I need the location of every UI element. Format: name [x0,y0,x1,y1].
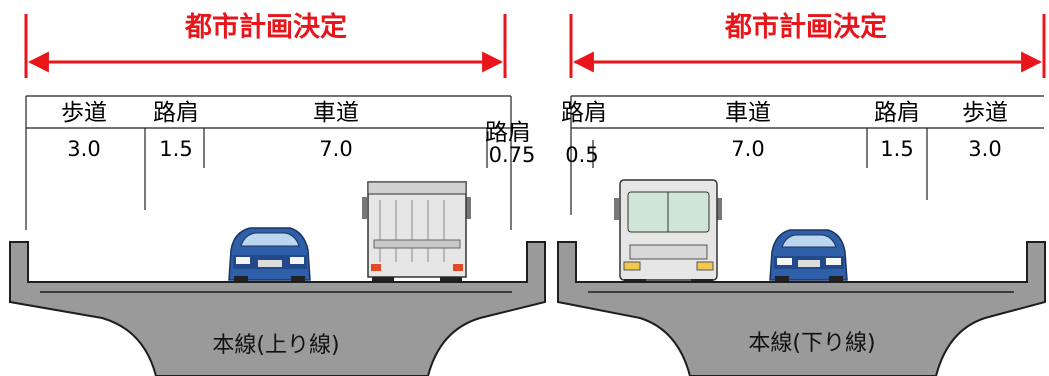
bridge-structure [9,241,546,376]
lane-width: 7.0 [731,137,764,161]
dimension-arrow [569,14,1046,78]
lane-label: 路肩 [874,100,920,126]
panel-up: 都市計画決定 歩道 路肩 車道 路肩 3.0 1.5 7.0 0.75 [9,11,546,376]
lane-label: 歩道 [61,100,107,126]
lane-label: 路肩 [485,120,531,146]
lane-width: 1.5 [159,137,192,161]
bridge-structure [557,241,1046,376]
panel-down: 都市計画決定 路肩 車道 路肩 歩道 0.5 7.0 1.5 3.0 [557,11,1046,376]
lane-label: 路肩 [561,100,607,126]
lane-label: 路肩 [153,100,199,126]
lane-label: 車道 [313,100,359,126]
lane-width: 7.0 [319,137,352,161]
dimension-arrow [24,14,507,78]
lane-label: 車道 [725,100,771,126]
main-line-label: 本線(上り線) [212,333,339,358]
truck-illustration [362,181,471,288]
car-illustration [769,229,848,288]
main-line-label: 本線(下り線) [748,331,875,356]
car-illustration [228,227,311,288]
lane-width: 3.0 [67,137,100,161]
truck-illustration [614,179,722,290]
lane-width: 3.0 [968,137,1001,161]
lane-width: 1.5 [880,137,913,161]
lane-table [570,95,1044,215]
lane-label: 歩道 [962,100,1008,126]
panel-title: 都市計画決定 [724,11,887,43]
panel-title: 都市計画決定 [184,11,347,43]
lane-width: 0.5 [565,143,598,167]
lane-table [25,95,512,230]
lane-width: 0.75 [489,143,536,167]
